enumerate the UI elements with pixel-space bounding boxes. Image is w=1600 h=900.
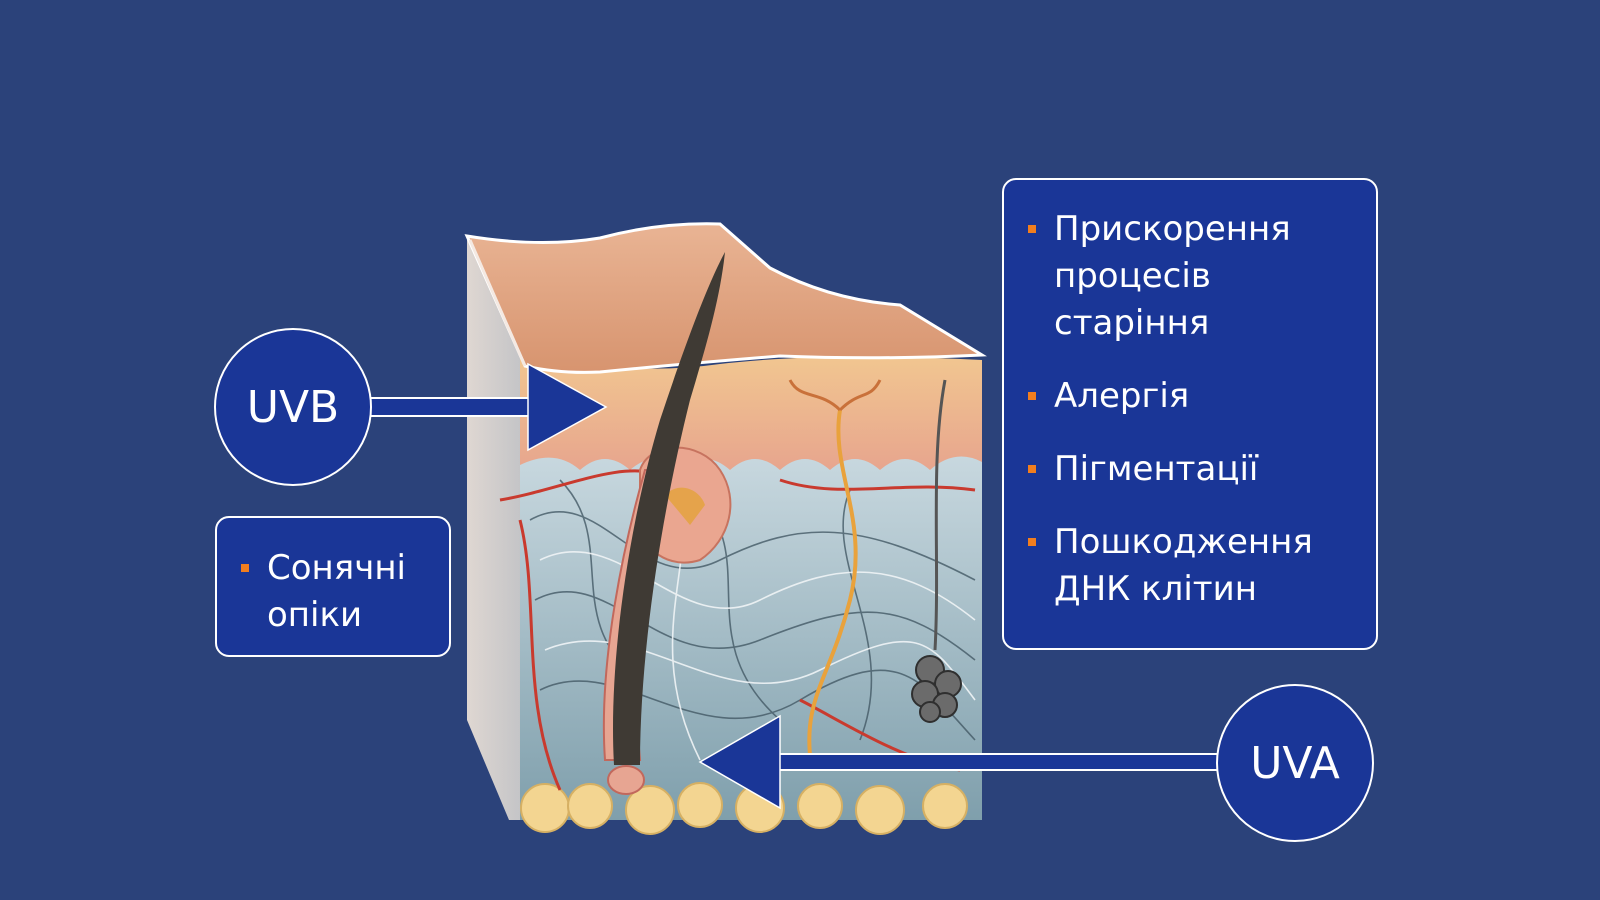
uva-arrow: [698, 714, 1221, 810]
bullet-icon: [241, 564, 249, 572]
bullet-icon: [1028, 465, 1036, 473]
uva-label-circle: UVA: [1216, 684, 1374, 842]
uva-effect-item: Пігментації: [1028, 446, 1366, 493]
sweat-duct: [933, 379, 947, 651]
uvb-effect-text: Сонячні опіки: [267, 548, 406, 635]
uva-effect-item: Пошкодження ДНК клітин: [1028, 519, 1364, 613]
uva-effect-text: Пігментації: [1054, 449, 1259, 489]
uva-effect-text: Пошкодження ДНК клітин: [1054, 522, 1313, 609]
bullet-icon: [1028, 225, 1036, 233]
uva-label: UVA: [1250, 737, 1340, 789]
uvb-effects-box: Сонячні опіки: [215, 516, 451, 657]
uvb-effect-item: Сонячні опіки: [241, 545, 449, 639]
bullet-icon: [1028, 538, 1036, 546]
hair-shaft: [613, 252, 725, 765]
epidermis-layer: [520, 350, 982, 470]
uva-effect-item: Прискорення процесів старіння: [1028, 206, 1354, 347]
skin-side-face: [467, 236, 525, 820]
skin-surface: [464, 222, 987, 374]
uva-effect-item: Алергія: [1028, 373, 1366, 420]
bullet-icon: [1028, 392, 1036, 400]
uvb-label-circle: UVB: [214, 328, 372, 486]
uva-effect-text: Алергія: [1054, 376, 1190, 416]
nerve: [807, 409, 858, 771]
uvb-label: UVB: [246, 381, 340, 433]
uva-effects-box: Прискорення процесів старіння Алергія Пі…: [1002, 178, 1378, 650]
sweat-gland: [911, 655, 962, 723]
uva-effect-text: Прискорення процесів старіння: [1054, 209, 1291, 343]
